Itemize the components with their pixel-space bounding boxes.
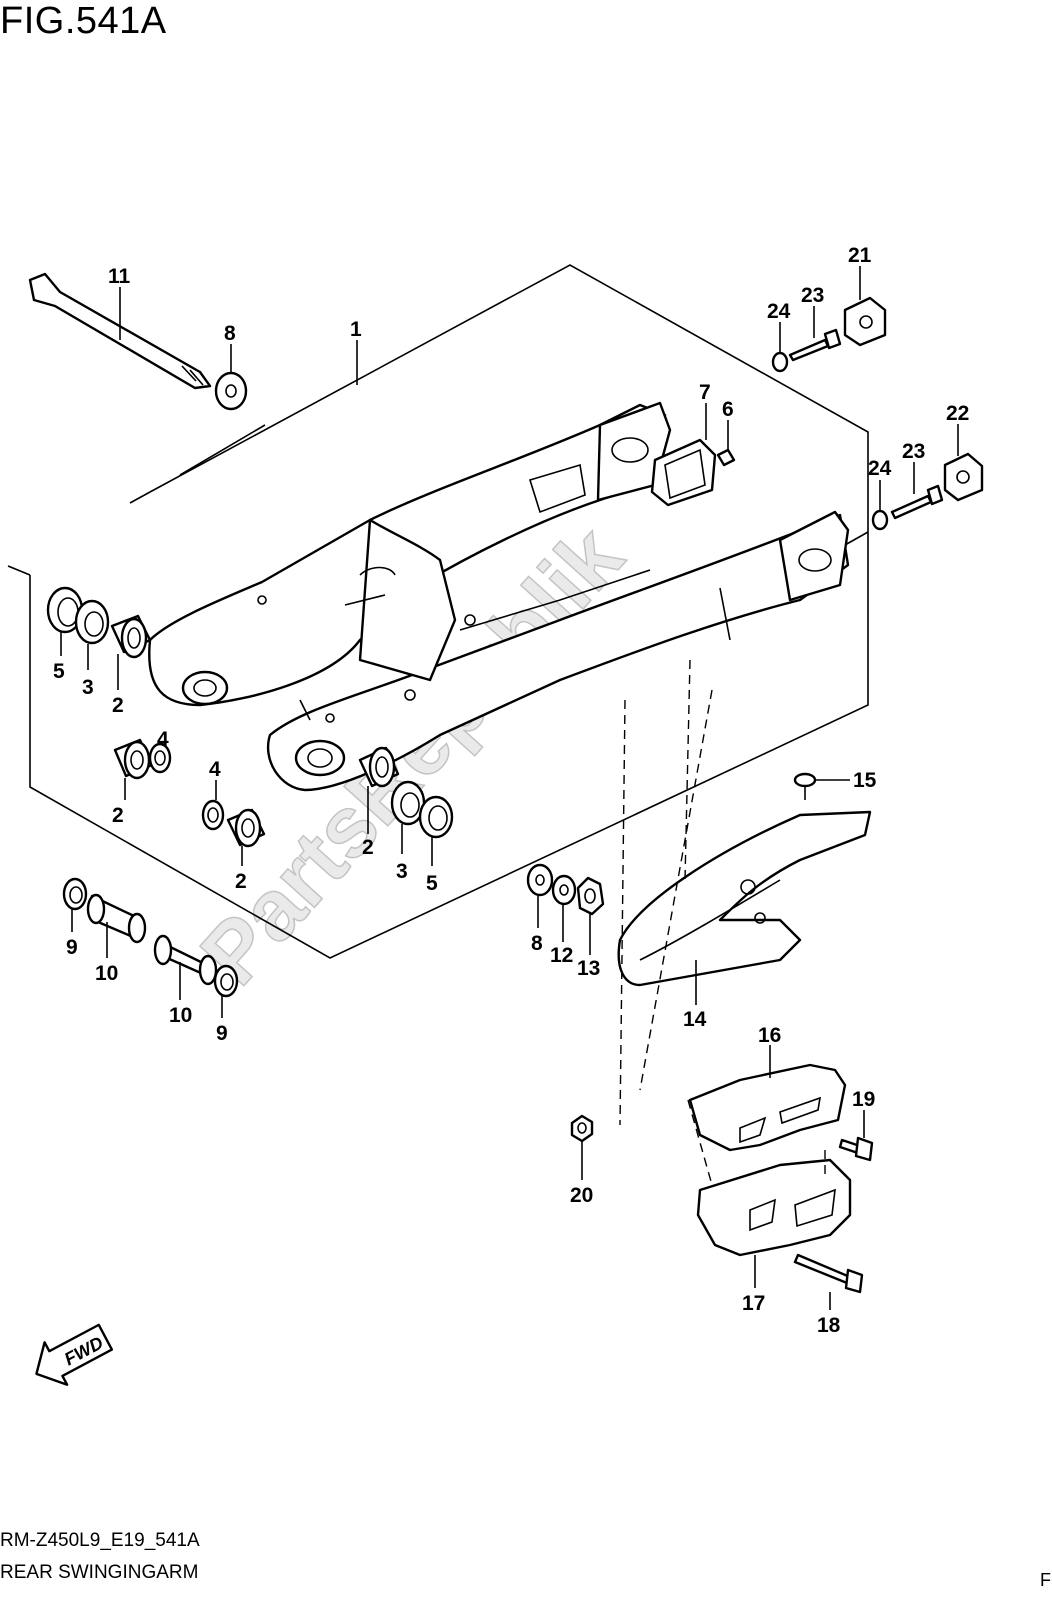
callout-2: 2 [235,870,247,893]
callout-15: 15 [853,769,877,792]
nut-24-top [771,351,789,373]
callout-5: 5 [53,660,65,683]
callout-14: 14 [683,1008,707,1031]
washer-8-top [214,371,248,411]
screw-6 [716,448,736,467]
callout-21: 21 [848,244,872,267]
callout-23: 23 [801,284,824,307]
callout-17: 17 [742,1292,765,1315]
bolt-19 [838,1136,874,1162]
chain-adjuster-22 [943,452,984,502]
fwd-arrow-icon: FWD [35,1323,114,1386]
figure-title: FIG.541A [0,0,167,42]
spacer-4-left [148,742,172,774]
callout-7: 7 [699,381,711,404]
callout-24: 24 [868,457,892,480]
callout-3: 3 [82,676,94,699]
dust-seal-5-right [418,795,454,839]
callout-9: 9 [216,1022,228,1045]
callout-24: 24 [767,300,791,323]
callout-6: 6 [722,398,734,421]
chain-guide-17 [696,1158,852,1257]
callout-9: 9 [66,936,78,959]
seal-9-left [62,877,88,911]
figure-name: REAR SWINGINGARM [0,1562,199,1583]
callout-8: 8 [224,322,236,345]
callout-2: 2 [362,836,374,859]
callout-23: 23 [902,440,925,463]
spacer-4-mid [201,799,225,831]
bolt-18 [793,1253,864,1294]
bearing-2-right [358,746,400,788]
callout-2: 2 [112,804,124,827]
bearing-2-left [110,614,152,659]
seal-9-right [213,964,239,998]
callout-10: 10 [95,962,118,985]
callout-20: 20 [570,1184,593,1207]
adjust-bolt-23-bottom [890,484,944,520]
nut-24-bottom [871,509,889,531]
chain-adjuster-21 [843,296,887,347]
callout-12: 12 [550,944,573,967]
washer-8-right [526,863,554,897]
callout-11: 11 [108,265,131,288]
nut-20 [570,1114,594,1143]
screw-15 [793,772,817,800]
callout-4: 4 [209,758,221,781]
oil-seal-3-left [74,599,110,645]
figure-code: RM-Z450L9_E19_541A [0,1530,200,1551]
callout-2: 2 [112,694,124,717]
leader-lines [60,266,959,1310]
callout-18: 18 [817,1314,841,1337]
callout-19: 19 [852,1088,875,1111]
callout-13: 13 [577,957,600,980]
callout-3: 3 [396,860,408,883]
callout-1: 1 [350,318,362,341]
callout-22: 22 [946,402,969,425]
oil-seal-3-right [390,780,426,826]
collar-10-left [86,893,147,944]
nut-13 [576,876,605,916]
callout-4: 4 [157,728,169,751]
callout-5: 5 [426,872,438,895]
callout-8: 8 [531,932,543,955]
washer-12 [551,874,577,906]
alignment-lines [619,659,826,1186]
bearing-2-lower [226,808,266,848]
assembly-frame [7,264,869,959]
chain-slider-14 [617,810,872,987]
callout-labels: 1 2 2 2 2 3 3 4 4 5 5 6 7 8 8 9 9 10 10 … [53,244,969,1337]
page-mark: F [1040,1570,1051,1590]
callout-16: 16 [758,1024,781,1047]
collar-10-right [153,934,218,986]
callout-10: 10 [169,1004,192,1027]
gasket-7 [650,438,717,507]
chain-guide-16 [688,1063,847,1152]
adjust-bolt-23-top [788,328,842,362]
bearing-2-mid [113,738,154,780]
